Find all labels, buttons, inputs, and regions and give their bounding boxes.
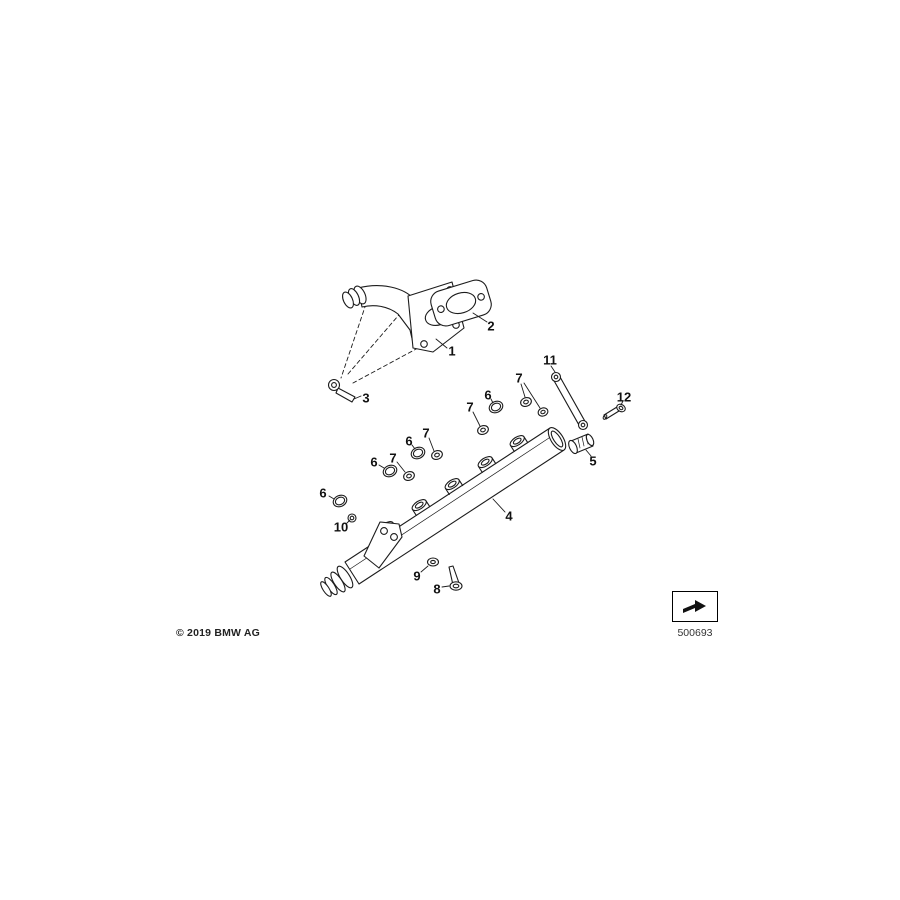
part-callout-6[interactable]: 6 [405,433,413,449]
part-4-water-pipe [320,427,567,597]
part-callout-9[interactable]: 9 [413,568,421,584]
leader-lines [328,312,624,588]
part-8-bolt [448,565,463,591]
part-3-bolt [327,378,356,403]
part-10-grommet [347,513,357,523]
part-callout-7[interactable]: 7 [466,399,474,415]
part-callout-2[interactable]: 2 [487,318,495,334]
direction-arrow-icon [683,600,706,613]
part-callout-10[interactable]: 10 [333,519,349,535]
part-callout-1[interactable]: 1 [448,343,456,359]
part-callout-8[interactable]: 8 [433,581,441,597]
part-callout-6[interactable]: 6 [484,387,492,403]
part-5-plug [568,433,595,455]
part-callout-12[interactable]: 12 [616,389,632,405]
part-callout-7[interactable]: 7 [422,425,430,441]
pipe-bracket [363,521,403,569]
direction-thumbnail[interactable] [672,591,718,622]
copyright-text: © 2019 BMW AG [176,627,261,639]
part-12-bolt [602,403,626,420]
doc-number: 500693 [677,627,713,639]
part-callout-7[interactable]: 7 [389,450,397,466]
part-callout-11[interactable]: 11 [543,352,557,368]
part-9-washer [426,557,440,567]
part-11-stay-rod [550,371,589,431]
part-callout-4[interactable]: 4 [505,508,513,524]
part-callout-6[interactable]: 6 [370,454,378,470]
part-6-o-rings [332,400,504,508]
part-callout-6[interactable]: 6 [319,485,327,501]
part-callout-3[interactable]: 3 [362,390,370,406]
part-callout-5[interactable]: 5 [589,453,597,469]
part-callout-7[interactable]: 7 [515,370,523,386]
part-7-nuts [403,396,549,482]
